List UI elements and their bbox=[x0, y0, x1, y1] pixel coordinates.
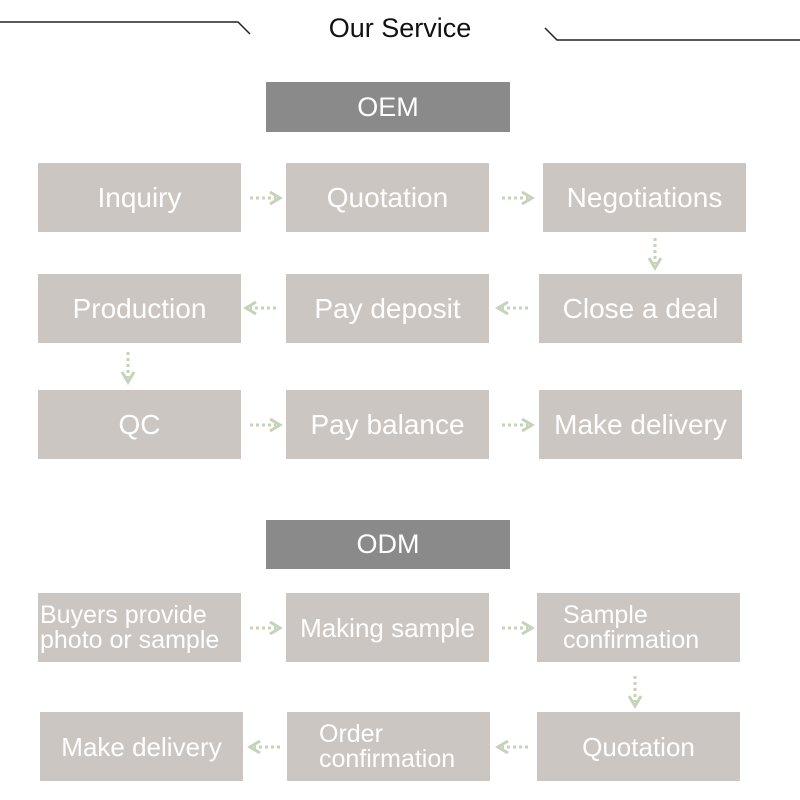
arrow-right-icon bbox=[500, 417, 534, 433]
odm-step-make-delivery: Make delivery bbox=[40, 712, 243, 781]
odm-step-sample-confirmation-line2: confirmation bbox=[563, 625, 700, 654]
arrow-right-icon bbox=[248, 417, 282, 433]
oem-step-close-a-deal: Close a deal bbox=[539, 274, 742, 343]
oem-step-pay-balance: Pay balance bbox=[286, 390, 489, 459]
arrow-right-icon bbox=[248, 620, 282, 636]
arrow-left-icon bbox=[244, 300, 278, 316]
oem-step-qc: QC bbox=[38, 390, 241, 459]
title-line-right bbox=[544, 27, 800, 41]
odm-step-sample-confirmation: Sample confirmation bbox=[537, 593, 740, 662]
arrow-right-icon bbox=[500, 190, 534, 206]
odm-step-order-confirmation: Order confirmation bbox=[287, 712, 490, 781]
odm-step-quotation: Quotation bbox=[537, 712, 740, 781]
title-line-left bbox=[0, 21, 251, 35]
odm-step-making-sample: Making sample bbox=[286, 593, 489, 662]
odm-step-order-confirmation-line1: Order bbox=[319, 719, 383, 748]
title-decoration bbox=[0, 21, 800, 41]
odm-step-order-confirmation-line2: confirmation bbox=[319, 744, 456, 773]
odm-step-buyers-provide-line2: photo or sample bbox=[40, 625, 220, 654]
arrow-left-icon bbox=[248, 739, 282, 755]
arrow-down-icon bbox=[120, 350, 136, 384]
arrow-down-icon bbox=[647, 236, 663, 270]
arrow-left-icon bbox=[496, 300, 530, 316]
arrow-right-icon bbox=[248, 190, 282, 206]
arrow-left-icon bbox=[496, 739, 530, 755]
oem-step-quotation: Quotation bbox=[286, 163, 489, 232]
oem-step-make-delivery: Make delivery bbox=[539, 390, 742, 459]
arrow-down-icon bbox=[627, 674, 643, 708]
oem-step-negotiations: Negotiations bbox=[543, 163, 746, 232]
odm-header: ODM bbox=[266, 520, 510, 569]
odm-step-sample-confirmation-line1: Sample bbox=[563, 600, 648, 629]
oem-step-pay-deposit: Pay deposit bbox=[286, 274, 489, 343]
arrow-right-icon bbox=[500, 620, 534, 636]
oem-header: OEM bbox=[266, 82, 510, 132]
page-title: Our Service bbox=[328, 13, 472, 43]
oem-step-inquiry: Inquiry bbox=[38, 163, 241, 232]
odm-step-buyers-provide-line1: Buyers provide bbox=[40, 600, 207, 629]
odm-step-buyers-provide: Buyers provide photo or sample bbox=[38, 593, 241, 662]
oem-step-production: Production bbox=[38, 274, 241, 343]
